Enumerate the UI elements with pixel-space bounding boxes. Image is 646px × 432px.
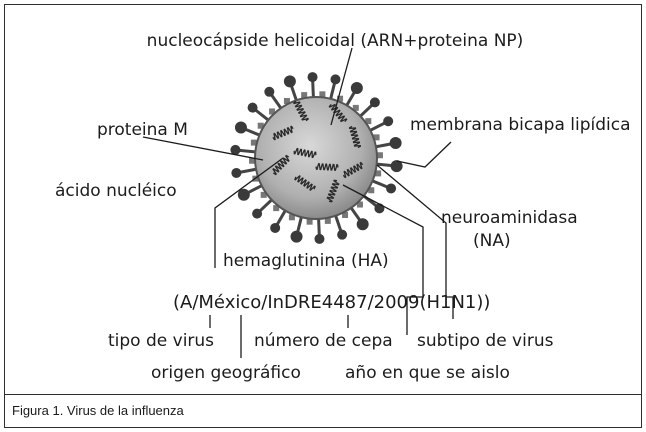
rna-coil <box>348 125 362 149</box>
membrane-protein <box>250 139 257 146</box>
spike-stem <box>317 218 321 236</box>
spike-head <box>247 102 258 113</box>
surface-spikes <box>230 72 403 244</box>
spike-head <box>231 167 242 178</box>
label-subtipo: subtipo de virus <box>417 331 554 351</box>
membrane-protein <box>283 97 290 104</box>
membrane-protein <box>319 91 326 98</box>
membrane-protein <box>249 157 256 164</box>
spike-stem <box>359 103 374 118</box>
leader-lines <box>142 47 454 358</box>
membrane-protein <box>337 95 344 102</box>
spike-head <box>356 218 369 231</box>
spike-head <box>330 74 341 85</box>
spike-stem <box>275 209 287 227</box>
virus-diagram: nucleocápside helicoidal (ARN+proteina N… <box>55 31 631 383</box>
spike-stem <box>369 121 387 132</box>
figure-caption: Figura 1. Virus de la influenza <box>12 403 184 418</box>
membrane-protein <box>269 108 276 115</box>
membrane-protein <box>301 92 308 99</box>
spike-stem <box>238 148 256 154</box>
spike-head <box>270 222 281 233</box>
membrane-protein <box>342 212 349 219</box>
caption-bar: Figura 1. Virus de la influenza <box>5 394 641 427</box>
spike-head <box>389 137 402 150</box>
spike-stem <box>311 80 315 98</box>
leader-acido <box>214 157 284 268</box>
spike-head <box>386 183 397 194</box>
rna-coil <box>342 161 364 179</box>
label-hemaglutinina: hemaglutinina (HA) <box>223 251 389 271</box>
leader-hemaglutinina <box>342 184 424 335</box>
spike-head <box>307 72 318 83</box>
spike-head <box>264 86 275 97</box>
membrane-protein <box>365 118 372 125</box>
rna-coil <box>292 100 310 122</box>
rna-coil <box>272 154 290 176</box>
label-formula: (A/México/InDRE4487/2009(H1N1)) <box>173 292 490 313</box>
rna-coil <box>326 179 340 203</box>
label-neuro-1: neuroaminidasa <box>441 208 578 228</box>
label-origen: origen geográfico <box>151 363 301 383</box>
leader-nucleocapside <box>330 47 353 126</box>
rna-coil <box>293 147 317 159</box>
membrane-protein <box>306 218 313 225</box>
membrane-protein <box>324 217 331 224</box>
label-acido: ácido nucléico <box>55 181 177 201</box>
leader-neuroaminidasa <box>376 164 454 319</box>
rna-coils <box>272 100 364 203</box>
spike-head <box>369 97 380 108</box>
membrane-protein <box>288 214 295 221</box>
spike-head <box>283 75 296 88</box>
virus-envelope <box>254 96 378 220</box>
membrane-protein <box>368 187 375 194</box>
rna-coil <box>272 125 294 141</box>
spike-head <box>337 229 348 240</box>
spike-head <box>252 208 263 219</box>
spike-head <box>390 160 403 173</box>
spike-stem <box>258 198 273 213</box>
spike-head <box>350 82 363 95</box>
figure-frame: nucleocápside helicoidal (ARN+proteina N… <box>4 4 642 428</box>
spike-head <box>314 233 325 244</box>
spike-head <box>383 116 394 127</box>
leader-membrana <box>396 141 452 168</box>
membrane-protein <box>373 134 380 141</box>
membrane-protein <box>376 152 383 159</box>
spike-head <box>374 203 385 214</box>
spike-stem <box>329 81 337 100</box>
leader-proteina-m <box>142 136 264 161</box>
label-numero: número de cepa <box>254 331 393 351</box>
spike-stem <box>371 179 389 189</box>
membrane-protein <box>260 191 267 198</box>
membrane-protein <box>257 122 264 129</box>
spike-stem <box>253 108 270 122</box>
rna-coil <box>315 163 339 171</box>
rna-coil <box>294 175 316 191</box>
membrane-protein <box>356 201 363 208</box>
label-tipo: tipo de virus <box>108 331 214 351</box>
membrane-protein <box>352 104 359 111</box>
membrane-protein <box>375 170 382 177</box>
spike-head <box>234 121 247 134</box>
label-membrana: membrana bicapa lipídica <box>410 115 631 135</box>
spike-stem <box>334 215 343 233</box>
label-neuro-2: (NA) <box>473 231 511 251</box>
spike-head <box>290 230 303 243</box>
spike-head <box>230 144 241 155</box>
label-nucleocapside: nucleocápside helicoidal (ARN+proteina N… <box>147 31 524 51</box>
rna-coil <box>328 103 348 123</box>
spike-stem <box>269 93 283 110</box>
label-proteina-m: proteina M <box>97 120 188 140</box>
spike-head <box>237 188 250 201</box>
membrane-protein <box>273 205 280 212</box>
spike-stem <box>239 167 257 174</box>
label-anio: año en que se aislo <box>345 363 510 383</box>
